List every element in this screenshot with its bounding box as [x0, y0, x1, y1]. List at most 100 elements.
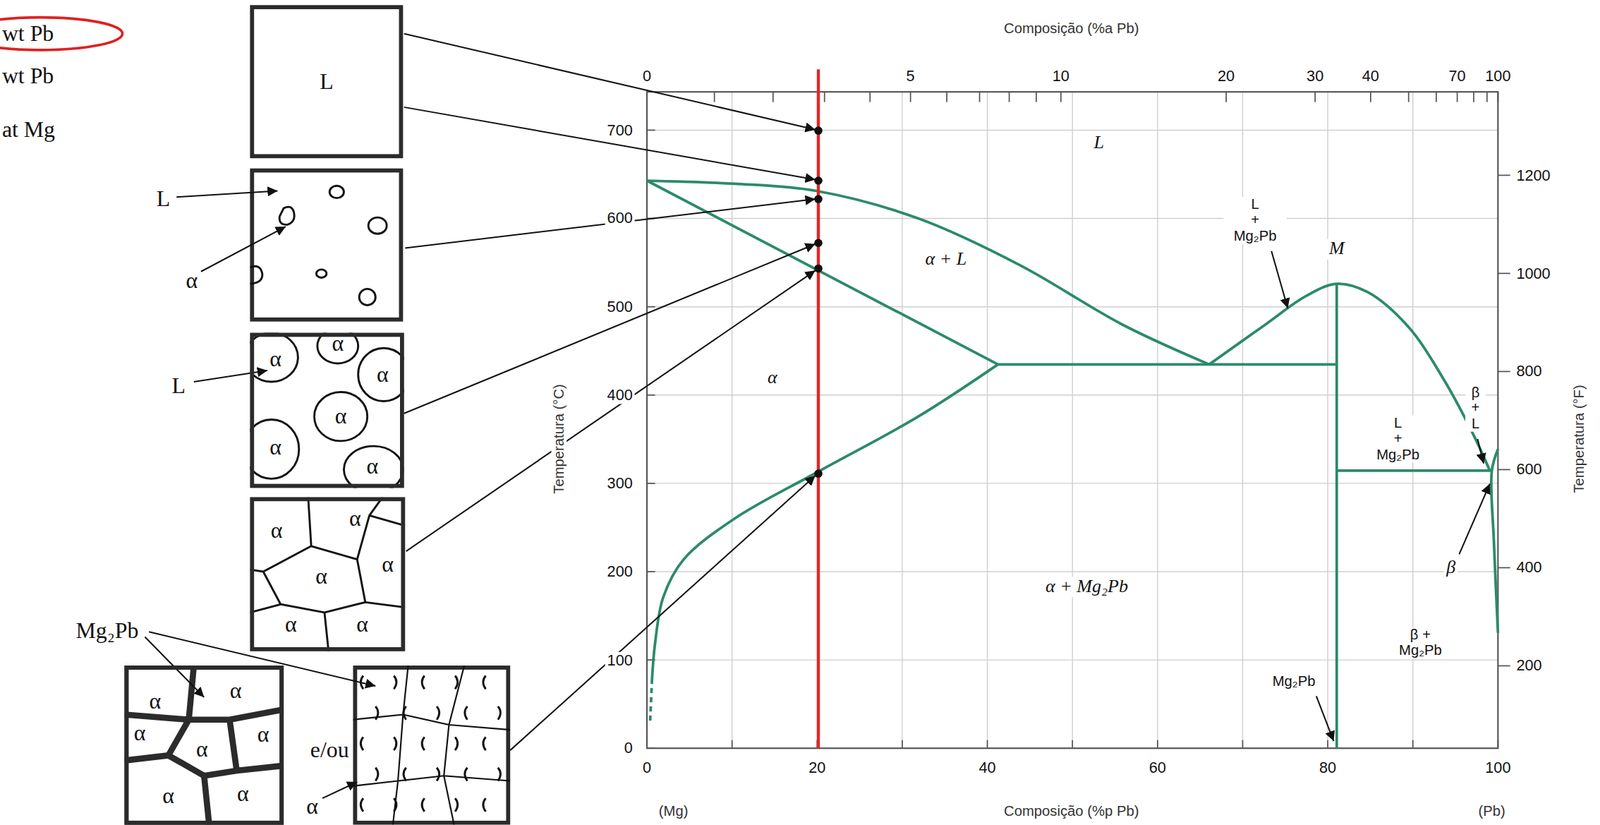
- grain-label: α: [366, 454, 379, 480]
- precipitate: [360, 797, 364, 812]
- axis-tick: [1497, 273, 1510, 275]
- microstructure-box: L: [249, 4, 403, 159]
- grid-line: [1071, 91, 1073, 748]
- tick-label: 40: [977, 759, 999, 777]
- state-point: [814, 126, 823, 135]
- tick-label: 1200: [1514, 166, 1553, 184]
- axis-tick: [1370, 91, 1372, 102]
- state-point: [814, 469, 823, 478]
- region-label: α + L: [923, 249, 970, 270]
- grid-line: [1326, 91, 1328, 748]
- region-label: β + Mg₂Pb: [1389, 627, 1452, 659]
- grain-boundaries: [249, 496, 405, 651]
- region-label: α + Mg₂Pb: [1043, 576, 1131, 597]
- tick-label: 60: [1147, 759, 1169, 777]
- precipitate: [436, 767, 440, 781]
- alpha-nucleus: [359, 288, 376, 305]
- alpha-nucleus: [279, 206, 295, 225]
- grain-label: α: [237, 781, 250, 807]
- axis-tick: [646, 306, 656, 308]
- region-label: L: [1092, 132, 1107, 154]
- grid-line: [1156, 91, 1158, 748]
- tick-label: 40: [1360, 68, 1382, 86]
- microstructure-box: [354, 667, 508, 823]
- region-label: M: [1326, 239, 1347, 260]
- axis-tick: [1156, 740, 1159, 749]
- alpha-nucleus: [316, 269, 326, 278]
- phase-label: Mg₂Pb: [75, 617, 139, 643]
- axis-tick: [986, 740, 989, 749]
- grain-boundaries: [352, 665, 511, 825]
- axis-tick: [979, 91, 981, 102]
- grain-label: α: [270, 518, 283, 544]
- tick-label: 300: [605, 474, 635, 492]
- axis-title: Composição (%p Pb): [1001, 803, 1143, 820]
- leader-arrow: [194, 370, 268, 382]
- axis-tick: [1486, 91, 1488, 102]
- axis-tick: [910, 91, 912, 102]
- tick-label: 30: [1304, 68, 1326, 86]
- axis-tick: [1435, 91, 1438, 102]
- leader-arrow: [404, 244, 816, 414]
- grain-label: α: [335, 404, 348, 429]
- grain-label: α: [196, 736, 209, 762]
- tick-label: 0: [640, 759, 654, 777]
- phase-diagram: [646, 69, 1511, 748]
- axis-tick: [1497, 665, 1510, 667]
- axis-tick: [1497, 91, 1499, 102]
- axis-tick: [731, 740, 733, 749]
- leader-arrow: [510, 475, 815, 750]
- leader-arrow: [1271, 251, 1288, 309]
- axis-tick: [646, 129, 656, 132]
- grain-label: α: [331, 331, 344, 357]
- phase-boundary: [1336, 469, 1493, 472]
- axis-tick: [1412, 740, 1414, 749]
- leader-arrow: [148, 631, 376, 686]
- precipitate: [360, 736, 364, 750]
- leader-arrow: [404, 33, 816, 130]
- grain-outline: [317, 332, 359, 364]
- axis-tick: [713, 91, 716, 102]
- precipitate: [436, 706, 440, 720]
- phase-label: L: [156, 186, 171, 212]
- state-point: [814, 238, 823, 247]
- axis-tick: [1314, 91, 1316, 102]
- grain-label: α: [285, 612, 298, 638]
- grain-outline: [314, 391, 368, 441]
- state-point: [814, 194, 823, 204]
- tick-label: 200: [1514, 657, 1545, 675]
- precipitate: [464, 706, 468, 720]
- grain-label: α: [257, 722, 270, 748]
- precipitate: [375, 706, 379, 720]
- region-label: β: [1444, 557, 1458, 578]
- axis-tick: [772, 91, 774, 102]
- axis-tick: [646, 394, 656, 396]
- grid-line: [646, 129, 1498, 131]
- grain-outline: [343, 445, 403, 488]
- alpha-nuclei: [249, 185, 387, 305]
- highlight-ellipse: [0, 17, 123, 51]
- precipitate: [421, 736, 425, 750]
- phase-boundary: [651, 364, 998, 679]
- precipitate: [393, 797, 397, 812]
- grid-line: [646, 658, 1498, 660]
- phase-boundary-dashed: [649, 678, 652, 725]
- composition-line: [816, 69, 820, 748]
- leader-arrow: [1316, 695, 1335, 741]
- grain-outline: [249, 419, 299, 479]
- leader-arrow: [322, 781, 357, 798]
- phase-boundary: [1491, 448, 1499, 633]
- axis-title: Composição (%a Pb): [1001, 20, 1143, 36]
- precipitate: [393, 736, 397, 750]
- grain-outline: [249, 332, 298, 382]
- axis-tick: [946, 91, 948, 102]
- phase-boundary: [646, 180, 1210, 365]
- axis-tick: [1497, 371, 1510, 373]
- axis-tick: [1035, 91, 1038, 102]
- axis-title: Temperatura (°C): [551, 380, 568, 497]
- microstructure-box: αααααα: [249, 496, 405, 651]
- grid-line: [646, 570, 1498, 572]
- tick-label: 0: [622, 739, 635, 757]
- phase-label: L: [171, 373, 185, 398]
- axis-tick: [901, 740, 903, 749]
